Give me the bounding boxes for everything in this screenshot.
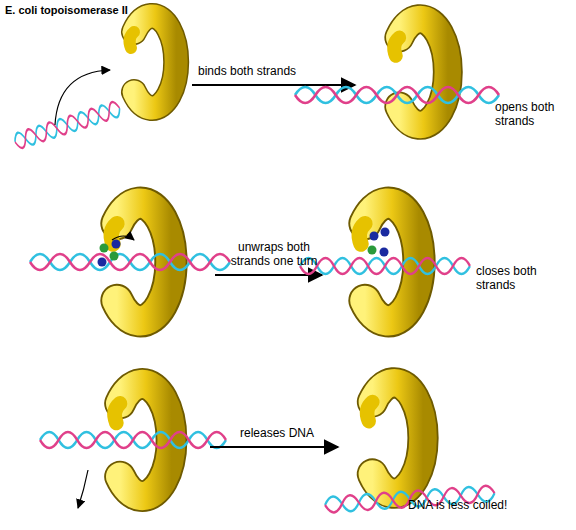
curved-arrow — [78, 470, 88, 508]
diagram-title: E. coli topoisomerase II — [5, 4, 128, 16]
dna-helix — [300, 258, 470, 274]
step-label: binds both strands — [198, 64, 358, 78]
curved-arrow — [112, 236, 134, 240]
step-label: releases DNA — [240, 426, 360, 440]
curved-arrow — [55, 70, 110, 125]
step-label: closes both strands — [476, 264, 552, 292]
blue-dot — [380, 248, 389, 257]
green-dot — [368, 246, 377, 255]
enzyme — [111, 203, 171, 321]
dna-helix — [40, 432, 226, 448]
step-arrow — [210, 446, 338, 448]
dna-helix — [13, 100, 123, 149]
step-arrow — [192, 84, 355, 86]
enzyme — [394, 19, 448, 125]
blue-dot — [98, 258, 107, 267]
dna-helix — [30, 254, 230, 270]
step-label: opens both strands — [495, 100, 571, 128]
step-label: unwraps both strands one turn — [222, 240, 326, 268]
step-label: DNA is less coiled! — [408, 498, 568, 512]
green-dot — [100, 244, 109, 253]
blue-dot — [112, 240, 121, 249]
blue-dot — [370, 232, 379, 241]
dna-helix — [295, 87, 499, 103]
enzyme — [115, 384, 172, 496]
blue-dot — [381, 228, 390, 237]
enzyme — [130, 16, 177, 108]
enzyme — [367, 383, 423, 493]
enzyme — [359, 203, 419, 321]
green-dot — [110, 252, 119, 261]
